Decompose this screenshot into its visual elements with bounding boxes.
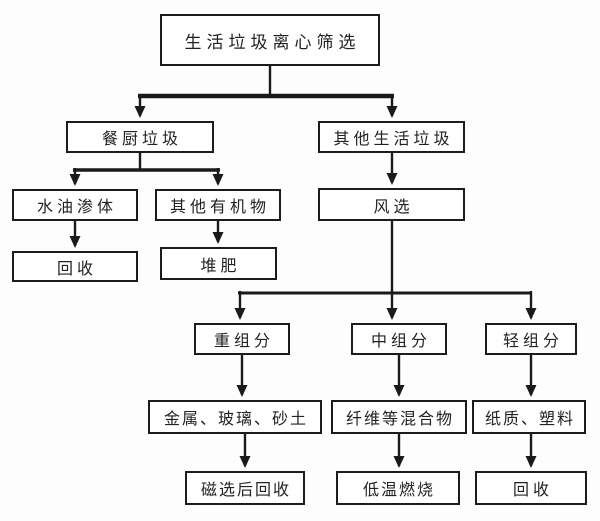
node-other-household-waste: 其他生活垃圾 [318, 121, 465, 153]
node-metal-glass-sand-label: 金属、玻璃、砂土 [163, 411, 308, 428]
node-air-classification-label: 风选 [373, 198, 414, 216]
node-paper-plastic-label: 纸质、塑料 [484, 411, 575, 428]
node-water-oil-percolate-label: 水油渗体 [36, 199, 117, 216]
edge-kitchen-split [69, 153, 224, 186]
node-magnetic-recycle-label: 磁选后回收 [200, 482, 291, 499]
node-low-temp-combustion-label: 低温燃烧 [362, 482, 435, 499]
node-other-organics: 其他有机物 [155, 189, 281, 221]
node-kitchen-waste-label: 餐厨垃圾 [101, 131, 182, 148]
node-compost-label: 堆肥 [200, 257, 241, 275]
edge-left-column [69, 221, 224, 248]
node-air-classification: 风选 [318, 188, 465, 221]
node-root: 生活垃圾离心筛选 [160, 14, 380, 66]
node-water-oil-percolate: 水油渗体 [12, 189, 138, 221]
node-fiber-mixture-label: 纤维等混合物 [345, 411, 454, 428]
node-other-organics-label: 其他有机物 [169, 199, 270, 216]
node-kitchen-waste: 餐厨垃圾 [66, 121, 214, 153]
node-magnetic-recycle: 磁选后回收 [185, 471, 305, 505]
node-middle-fraction-label: 中组分 [370, 333, 431, 350]
node-paper-plastic: 纸质、塑料 [472, 400, 586, 434]
node-recycle-right-label: 回收 [512, 482, 553, 499]
node-heavy-fraction: 重组分 [194, 323, 290, 355]
node-light-fraction: 轻组分 [485, 323, 577, 355]
edge-wind-split [234, 221, 537, 320]
node-recycle-right: 回收 [475, 471, 587, 505]
node-metal-glass-sand: 金属、玻璃、砂土 [148, 400, 322, 434]
edge-root-split [134, 66, 398, 118]
node-light-fraction-label: 轻组分 [502, 333, 563, 350]
node-recycle-left: 回收 [12, 251, 138, 282]
node-heavy-fraction-label: 重组分 [213, 333, 274, 350]
node-recycle-left-label: 回收 [56, 260, 97, 278]
node-compost: 堆肥 [160, 247, 277, 280]
node-middle-fraction: 中组分 [351, 323, 447, 355]
node-root-label: 生活垃圾离心筛选 [184, 32, 361, 52]
edge-materials-disposal [239, 434, 537, 468]
node-low-temp-combustion: 低温燃烧 [336, 471, 460, 505]
node-other-household-waste-label: 其他生活垃圾 [333, 131, 454, 148]
edge-fractions-materials [236, 355, 537, 397]
node-fiber-mixture: 纤维等混合物 [331, 400, 467, 434]
